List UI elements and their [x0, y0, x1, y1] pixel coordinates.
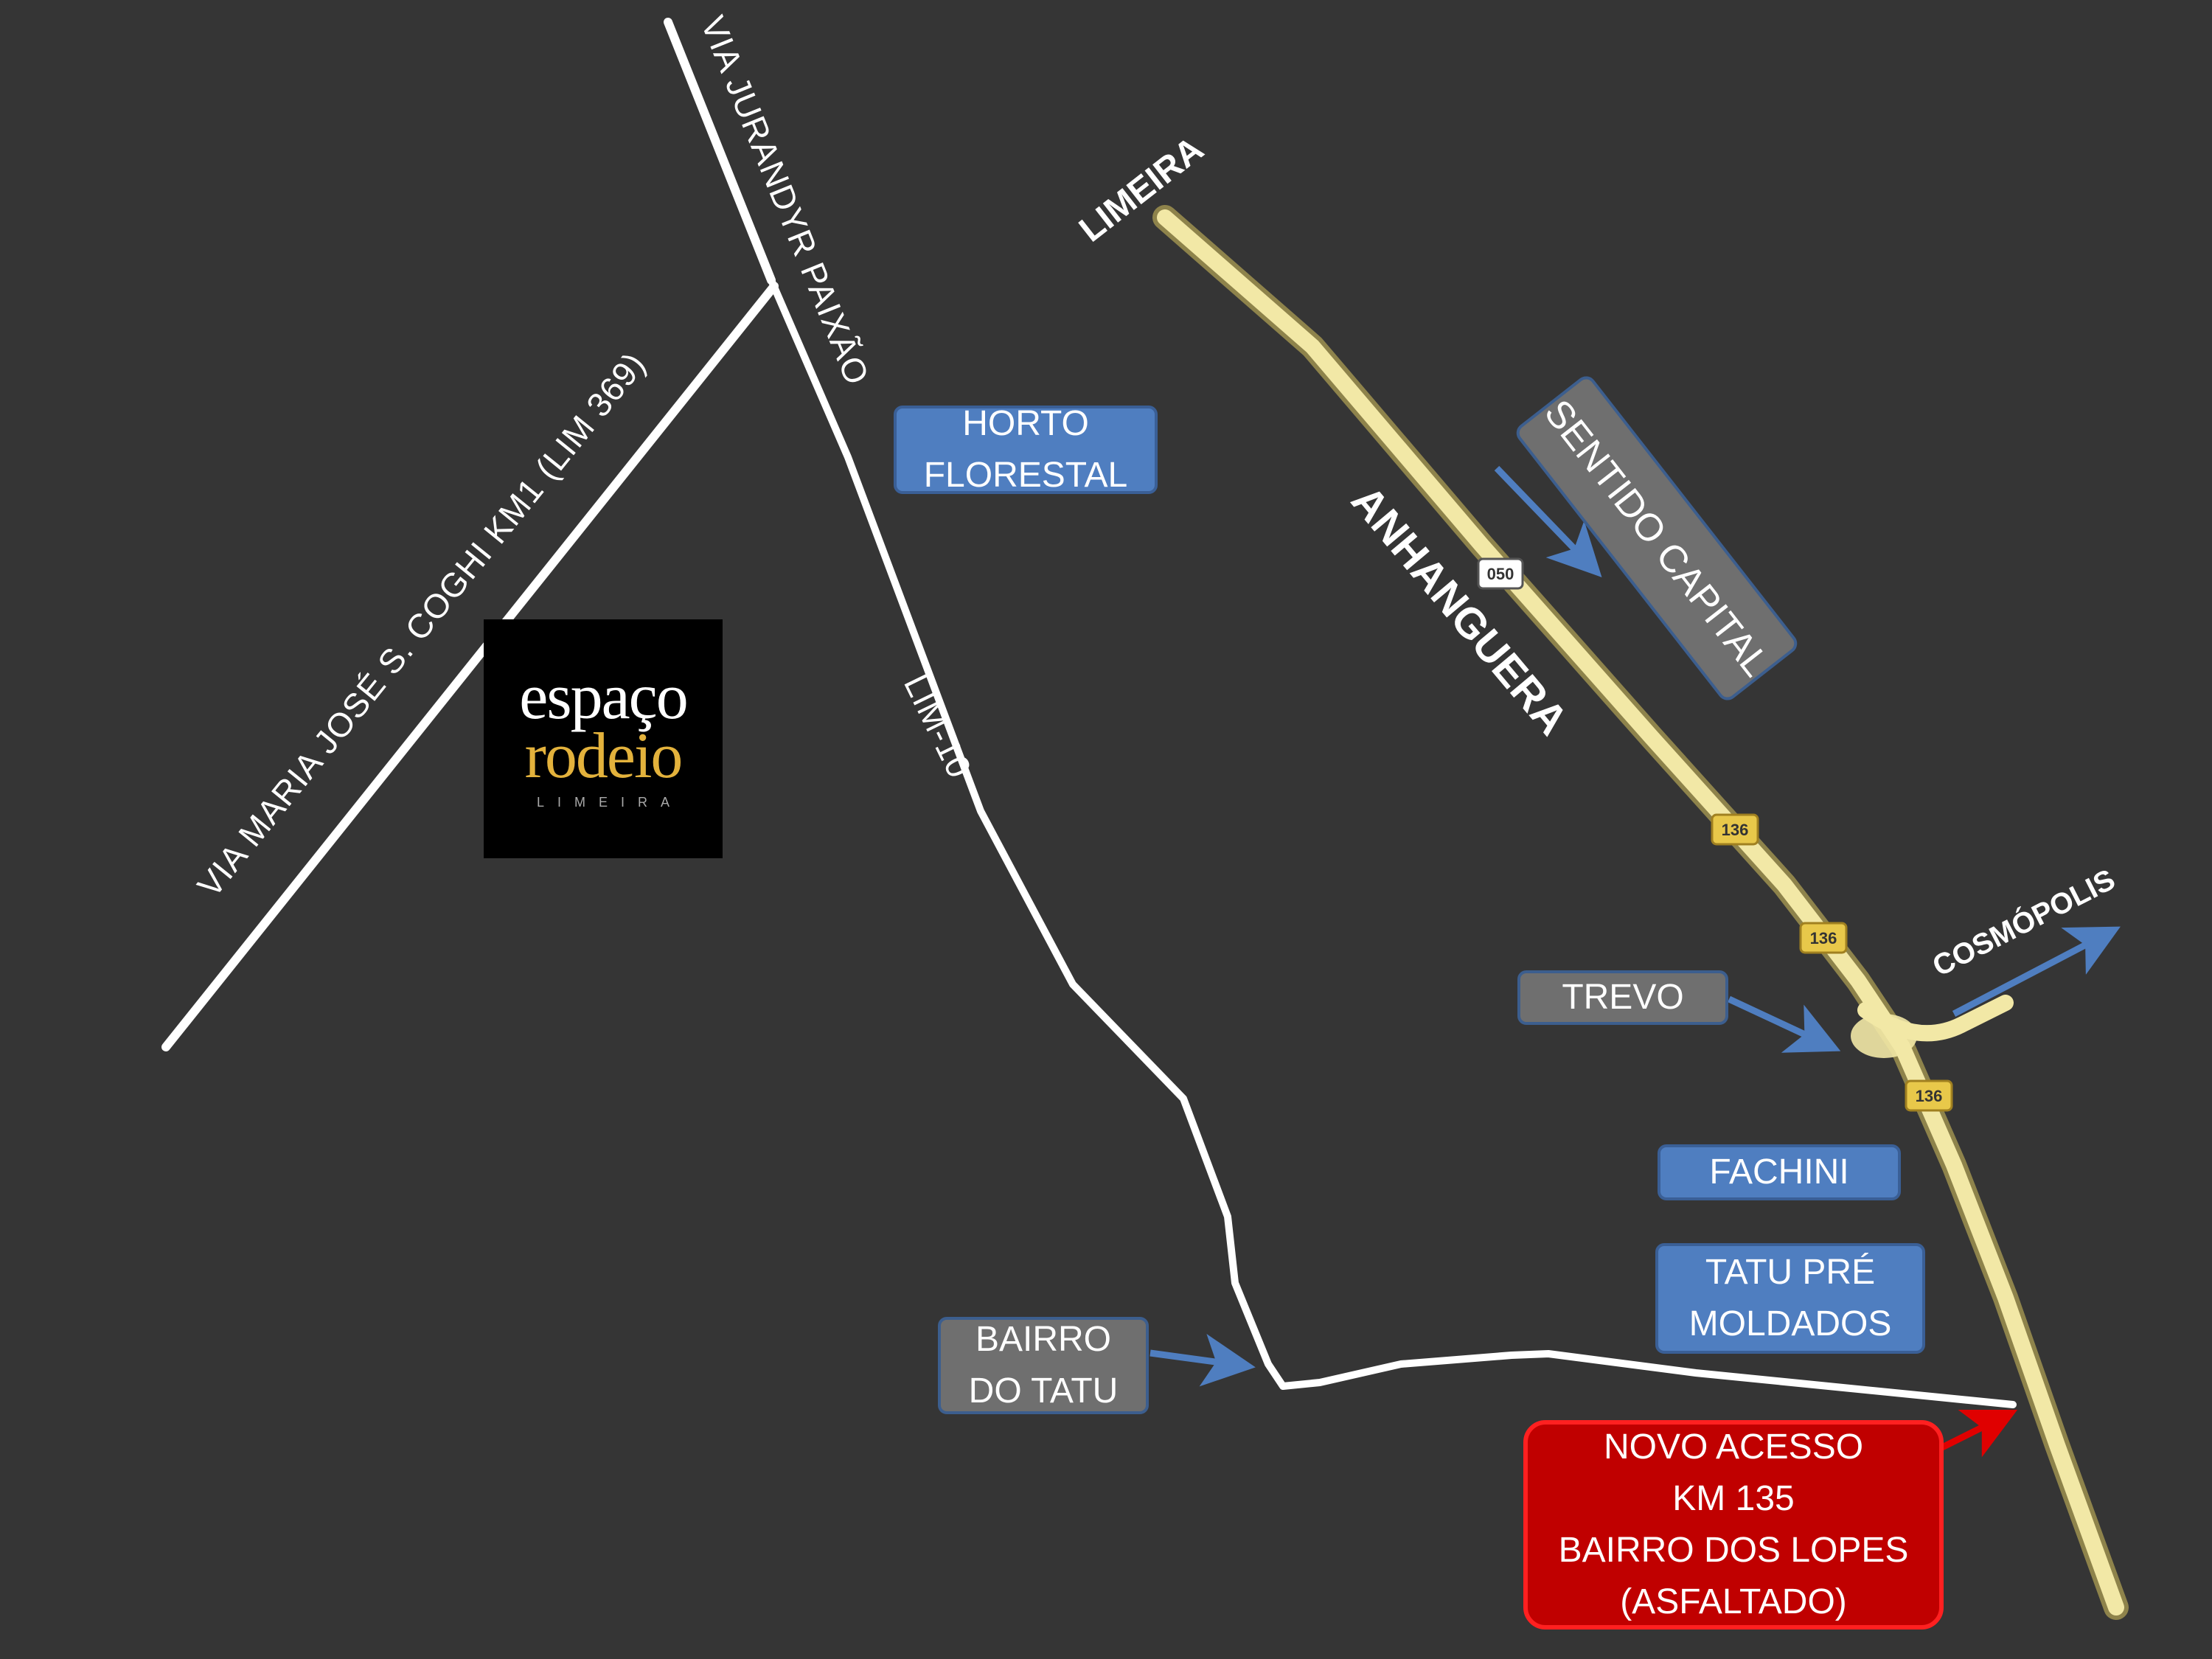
svg-text:050: 050 [1487, 565, 1514, 583]
trevo-box: TREVO [1517, 970, 1728, 1025]
jurandyr-label: VIA JURANDYR PAIXÃO [694, 10, 877, 390]
logo-line-3: LIMEIRA [536, 794, 684, 810]
svg-text:136: 136 [1916, 1087, 1943, 1105]
shield-136-icon: 136 [1711, 813, 1759, 846]
lim-10-road [768, 276, 2017, 1408]
via-maria-jose-road [161, 282, 779, 1051]
logo-line-1: espaço [519, 661, 688, 733]
via-jurandyr-road [664, 18, 776, 285]
horto-florestal-box: HORTO FLORESTAL [894, 404, 1158, 495]
novo-acesso-arrow-icon [1937, 1409, 2018, 1458]
cosmopolis-arrow-icon [1952, 926, 2121, 1017]
shield-136-icon: 136 [1799, 922, 1848, 954]
bairro-tatu-arrow-icon [1150, 1334, 1256, 1387]
trevo-arrow-icon [1728, 995, 1841, 1053]
sentido-arrow-icon [1494, 465, 1602, 577]
cosmopolis-place-label: COSMÓPOLIS [1927, 862, 2120, 983]
espaco-rodeio-logo: espaço rodeio LIMEIRA [484, 619, 723, 858]
anhanguera-highway [1152, 205, 2129, 1620]
svg-text:136: 136 [1722, 821, 1749, 839]
local-roads [161, 18, 2017, 1408]
lim10-label: LIM-10 [897, 669, 979, 785]
tatu-pre-moldados-box: TATU PRÉ MOLDADOS [1655, 1243, 1925, 1354]
shield-136-icon: 136 [1905, 1079, 1953, 1112]
logo-line-2: rodeio [524, 720, 684, 792]
svg-text:136: 136 [1810, 929, 1837, 947]
fachini-box: FACHINI [1658, 1144, 1901, 1200]
shield-050-icon: 050 [1477, 557, 1524, 590]
novo-acesso-box: NOVO ACESSO KM 135 BAIRRO DOS LOPES (ASF… [1523, 1420, 1944, 1630]
bairro-do-tatu-box: BAIRRO DO TATU [938, 1317, 1149, 1414]
